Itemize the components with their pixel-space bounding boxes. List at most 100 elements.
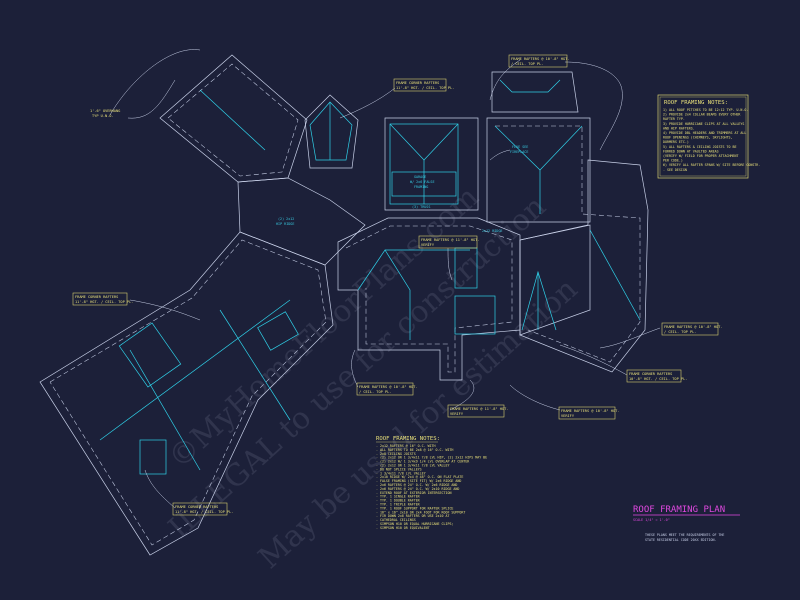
upper-left-ridge [199, 89, 266, 151]
leader-corner-right [559, 344, 628, 376]
callout-frame-rafters-low-center-line-2: VERIFY [450, 412, 464, 416]
leader-rafters-mid [447, 247, 453, 281]
left-wing-diagonal [237, 177, 366, 266]
callout-frame-corner-left-line-1: FRAME CORNER RAFTERS [75, 295, 118, 299]
note-line: - TYP. 1 SINGLE RAFTER [376, 495, 420, 499]
note-line: - EXTEND ROOF AT EXTERIOR INTERSECTION [376, 491, 451, 495]
note-line: 3) PROVIDE HURRICANE CLIPS AT ALL VALLEY… [663, 122, 744, 126]
callout-frame-rafters-mid: FRAME RAFTERS @ 11'-8" HGT. VERIFY [418, 235, 479, 249]
callout-frame-rafters-center-line-1: FRAME RAFTERS @ 10'-8" HGT. [359, 385, 417, 389]
sheet-scale: SCALE 1/4" = 1'-0" [633, 518, 670, 522]
callout-ridge-line-1: 2x12 RIDGE [482, 229, 502, 233]
callout-frame-corner-right-line-2: 10'-8" HGT. / CEIL. TOP PL. [629, 377, 687, 381]
note-line: - SEE DESIGN [663, 168, 687, 172]
note-line: 6) VERIFY ALL RAFTER SPANS W/ SITE BEFOR… [663, 163, 760, 167]
note-line: (VERIFY W/ FIELD FOR PROPER ATTACHMENT [663, 154, 738, 158]
callout-frame-rafters-mid-line-1: FRAME RAFTERS @ 11'-8" HGT. [421, 238, 479, 242]
callout-frame-rafters-mid-box [418, 235, 478, 249]
top-bay [304, 94, 359, 169]
callout-ridge: 2x12 RIDGE [482, 229, 502, 233]
leader-corner-top [339, 87, 396, 119]
callout-frame-corner-bottom-box [172, 502, 228, 516]
right-upper-hip [494, 125, 541, 171]
wall-line-lower-left [49, 239, 327, 546]
note-line: - 2x8 CEILING JOISTS [376, 452, 416, 456]
leader-rafters-center [351, 349, 359, 388]
callout-garage: GARAGE W/ 2x6 FALSE FRAMING (3) TRUSS [410, 175, 435, 209]
note-line: - TYP. 1 DOUBLE RAFTER [376, 499, 420, 503]
callout-hip-line-1: (2) 2x12 [278, 217, 294, 221]
code-note-line-1: THESE PLANS MEET THE REQUIREMENTS OF THE [645, 533, 724, 537]
lower-left-bay-1 [118, 322, 182, 388]
callouts: 1'-6" OVERHANG TYP U.N.O. FRAME CORNER R… [72, 54, 722, 516]
lower-left-ridge [99, 299, 291, 441]
right-dormer [519, 224, 591, 336]
note-line: - SIMPSON H10 OR EQUIVALENT [376, 526, 430, 530]
callout-frame-corner-top-line-2: 11'-8" HGT. / CEIL. TOP PL. [396, 86, 454, 90]
note-line: - (2) 2x12 OR 1 3/4x11 7/8 LVL VALLEY [376, 464, 449, 468]
callout-frame-rafters-right-box [661, 322, 719, 336]
note-line: 4) PROVIDE DBL HEADERS AND TRIMMERS AT A… [663, 131, 746, 135]
callout-frame-rafters-right-line-1: FRAME RAFTERS @ 10'-8" HGT. [664, 325, 722, 329]
garage-block [384, 117, 479, 211]
callout-frame-corner-bottom-line-2: 11'-8" HGT. / CEIL. TOP PL. [175, 510, 233, 514]
callout-frame-rafters-top-right: FRAME RAFTERS @ 10'-8" HGT. / CEIL. TOP … [508, 54, 569, 68]
center-lower-opening [454, 295, 496, 335]
callout-frame-corner-left: FRAME CORNER RAFTERS 11'-8" HGT. / CEIL.… [72, 292, 133, 306]
right-wing-hip [589, 229, 641, 321]
callout-frame-rafters-low-right: FRAME RAFTERS @ 10'-8" HGT. VERIFY [558, 406, 619, 420]
callout-frame-rafters-center-line-2: / CEIL. TOP PL. [359, 390, 391, 394]
framing-members [99, 79, 641, 475]
callout-frame-corner-top: FRAME CORNER RAFTERS 11'-8" HGT. / CEIL.… [393, 78, 454, 92]
callout-overhang: 1'-6" OVERHANG TYP U.N.O. [90, 109, 120, 118]
note-line: - DO NOT SPLICE VALLEYS [376, 467, 422, 471]
callout-hip-line-2: HIP RIDGE [276, 222, 294, 226]
callout-flue-line-1: FLUE SEE [512, 145, 528, 149]
callout-garage-line-1: GARAGE [414, 175, 426, 179]
note-line: - 1 3/4x11 7/8 LVL VALLEY [376, 471, 426, 475]
leader-overhang [127, 79, 176, 119]
leader-rafters-right [599, 327, 661, 349]
callout-frame-corner-right-line-1: FRAME CORNER RAFTERS [629, 372, 672, 376]
callout-garage-line-2: W/ 2x6 FALSE [410, 180, 435, 184]
callout-frame-rafters-right-line-2: / CEIL. TOP PL. [664, 330, 696, 334]
leader-rafters-top-right [489, 59, 521, 101]
leader-flue [489, 149, 511, 161]
note-line: - FIR DOWN 2x8 RAFTERS OR USE 2x10 AT [376, 514, 449, 518]
upper-left-wing [159, 54, 308, 183]
note-line: - (2) 2x12 W/ 1 3/4x9 1/4 LVL OVERLAP AT… [376, 460, 469, 464]
garage-truss-hip [389, 123, 459, 161]
callout-frame-rafters-low-center-box [447, 404, 505, 418]
right-upper-hip-2 [539, 125, 583, 171]
note-line: - 2x10 RIDGE W/ 2x4 @ 48" O.C. ON FLAT P… [376, 475, 463, 479]
note-line: - 2x6 RAFTERS @ 24" O.C. W/ 2x6 RIDGE AN… [376, 483, 457, 487]
leader-lines [109, 49, 661, 509]
notes-lower-lines: - 2x12 RAFTERS @ 16" O.C. WITH- ALL RAFT… [376, 444, 487, 530]
note-line: RAFTER TYP. [663, 117, 685, 121]
watermark-line-1: ©MyHomeFloorPlans.com [162, 179, 486, 475]
note-line: - 16" x 16" 2x10 OR 2x4 FOOT FOR ROOF SU… [376, 510, 465, 514]
callout-frame-corner-left-line-2: 11'-8" HGT. / CEIL. TOP PL. [75, 300, 133, 304]
callout-hip: (2) 2x12 HIP RIDGE [276, 217, 294, 226]
callout-flue-line-2: FIREPLACE [510, 150, 528, 154]
notes-upper-outer-box [657, 94, 749, 179]
right-wing [519, 159, 649, 373]
callout-frame-corner-left-box [72, 292, 128, 306]
note-line: AND HIP RAFTERS. [663, 126, 695, 130]
callout-frame-rafters-top-right-box [508, 54, 568, 68]
center-hip-framing [357, 249, 411, 340]
title-block: ROOF FRAMING PLAN SCALE 1/4" = 1'-0" THE… [633, 505, 740, 542]
callout-frame-rafters-low-center: FRAME RAFTERS @ 11'-8" HGT. VERIFY [447, 404, 508, 418]
callout-frame-rafters-low-right-line-2: VERIFY [561, 414, 575, 418]
notes-upper-title: ROOF FRAMING NOTES: [664, 100, 728, 106]
lower-left-hip-b [219, 309, 291, 421]
callout-overhang-line-2: TYP U.N.O. [92, 114, 114, 118]
notes-lower-title: ROOF FRAMING NOTES: [376, 436, 440, 442]
note-line: - CATHEDRAL CEILINGS [376, 518, 416, 522]
callout-frame-rafters-top-right-line-1: FRAME RAFTERS @ 10'-8" HGT. [511, 57, 569, 61]
callout-overhang-line-1: 1'-6" OVERHANG [90, 109, 120, 113]
callout-frame-corner-right-box [626, 369, 682, 383]
code-note-line-2: STATE RESIDENTIAL CODE 20XX EDITION. [645, 538, 716, 542]
notes-upper-inner-box [659, 96, 747, 177]
